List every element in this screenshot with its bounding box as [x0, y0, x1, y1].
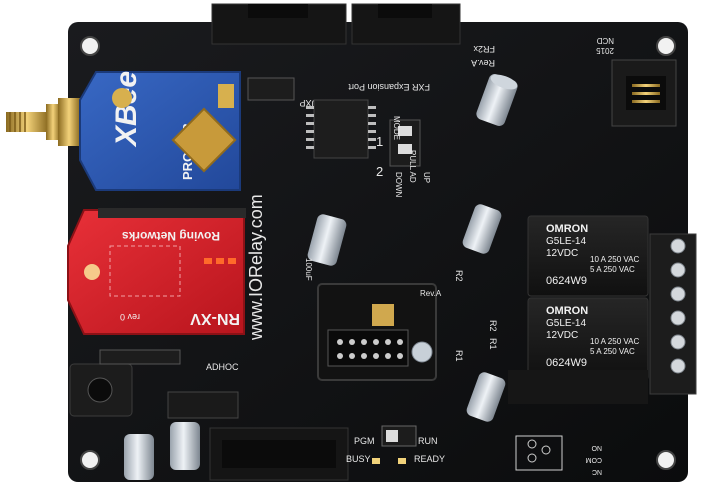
ready-label: READY — [414, 454, 445, 464]
rnxv-brand-label: Roving Networks — [122, 229, 220, 243]
rnxv-rev-label: rev 0 — [120, 312, 140, 322]
mounting-hole-top-right — [656, 36, 676, 56]
capacitor-top-center — [476, 74, 518, 126]
year-mark-label: 2015 — [596, 46, 614, 55]
adhoc-label: ADHOC — [206, 362, 239, 372]
rnxv-antenna-icon — [84, 264, 100, 280]
terminal-legend-icon-1 — [527, 439, 537, 449]
rnxv-led-2 — [216, 258, 224, 264]
busy-led — [372, 458, 380, 464]
capacitor-bottom-left-1 — [124, 434, 154, 480]
relay-1: OMRON G5LE-14 12VDC 10 A 250 VAC 5 A 250… — [527, 215, 649, 297]
mounting-hole-bottom-left — [80, 450, 100, 470]
bottom-header — [209, 427, 349, 481]
top-right-connector — [611, 59, 677, 127]
r1-inner-label: R1 — [488, 338, 498, 350]
capacitor-bottom-left-2 — [170, 422, 200, 470]
expansion-port-label: FXR Expansion Port — [348, 82, 430, 92]
relay-2-voltage: 12VDC — [546, 330, 578, 341]
relay-2-rating-1: 10 A 250 VAC — [590, 337, 639, 346]
mounting-hole-bottom-right — [656, 450, 676, 470]
sma-antenna-connector — [6, 98, 80, 146]
relay-1-part: G5LE-14 — [546, 236, 586, 247]
pin1-label: 1 — [376, 134, 383, 149]
r2-inner-label: R2 — [488, 320, 498, 332]
up-label: UP — [422, 172, 431, 183]
r1-label: R1 — [454, 350, 464, 362]
pgm-label: PGM — [354, 436, 375, 446]
rnxv-model-label: RN-XV — [190, 310, 240, 327]
power-jack — [69, 363, 133, 417]
capacitor-lower-right — [466, 372, 506, 422]
screw-terminal-block — [649, 233, 697, 395]
xbee-module: XBee PRO S3B — [79, 71, 241, 191]
pgm-run-switch — [381, 425, 417, 447]
down-label: DOWN — [394, 172, 403, 198]
ic-chip-expansion — [306, 99, 376, 159]
relay-1-rating-1: 10 A 250 VAC — [590, 255, 639, 264]
relay-2-code: 0624W9 — [546, 357, 587, 369]
top-header-right — [351, 3, 461, 45]
terminal-legend — [515, 435, 563, 471]
r2-label: R2 — [454, 270, 464, 282]
model-label: FR2x — [473, 44, 495, 54]
busy-label: BUSY — [346, 454, 371, 464]
capacitor-mid-left — [307, 214, 347, 266]
rnxv-led-1 — [204, 258, 212, 264]
xbee-antenna-pad-icon — [112, 88, 132, 108]
capacitor-value-label: 100uF — [304, 258, 313, 281]
revision-top-label: Rev.A — [471, 58, 495, 68]
ncd-mark-label: NCD — [596, 36, 614, 45]
terminal-no-label: NO — [591, 444, 602, 451]
relay-2-rating-2: 5 A 250 VAC — [590, 347, 635, 356]
capacitor-mid-right — [462, 204, 502, 254]
website-silkscreen: www.IORelay.com — [246, 194, 266, 341]
relay-1-voltage: 12VDC — [546, 248, 578, 259]
top-header-left — [211, 3, 347, 45]
relay-2: OMRON G5LE-14 12VDC 10 A 250 VAC 5 A 250… — [508, 297, 649, 404]
xbee-brand-label: XBee — [110, 71, 143, 148]
relay-2-part: G5LE-14 — [546, 318, 586, 329]
pull-ad-label: PULL AD — [408, 150, 417, 183]
mounting-hole-top-left — [80, 36, 100, 56]
fxr-module-rev-label: Rev.A — [420, 289, 442, 298]
fxr-standoff — [411, 341, 433, 363]
terminal-com-label: COM — [586, 456, 603, 463]
xbee-chip — [171, 107, 237, 173]
ready-led — [398, 458, 406, 464]
relay-1-code: 0624W9 — [546, 275, 587, 287]
terminal-legend-icon-3 — [541, 445, 551, 455]
uxp-label: UXP — [299, 98, 318, 108]
relay-2-brand: OMRON — [546, 305, 588, 317]
run-label: RUN — [418, 436, 438, 446]
smd-header-strip — [98, 77, 295, 419]
terminal-legend-icon-2 — [527, 453, 537, 463]
rnxv-led-3 — [228, 258, 236, 264]
relay-1-brand: OMRON — [546, 223, 588, 235]
relay-1-rating-2: 5 A 250 VAC — [590, 265, 635, 274]
mode-label: MODE — [392, 116, 401, 140]
pin2-label: 2 — [376, 164, 383, 179]
mode-switch — [389, 119, 421, 167]
fxr-module — [317, 283, 437, 381]
rnxv-module: Roving Networks RN-XV rev 0 — [67, 209, 245, 335]
terminal-nc-label: NC — [592, 468, 602, 475]
